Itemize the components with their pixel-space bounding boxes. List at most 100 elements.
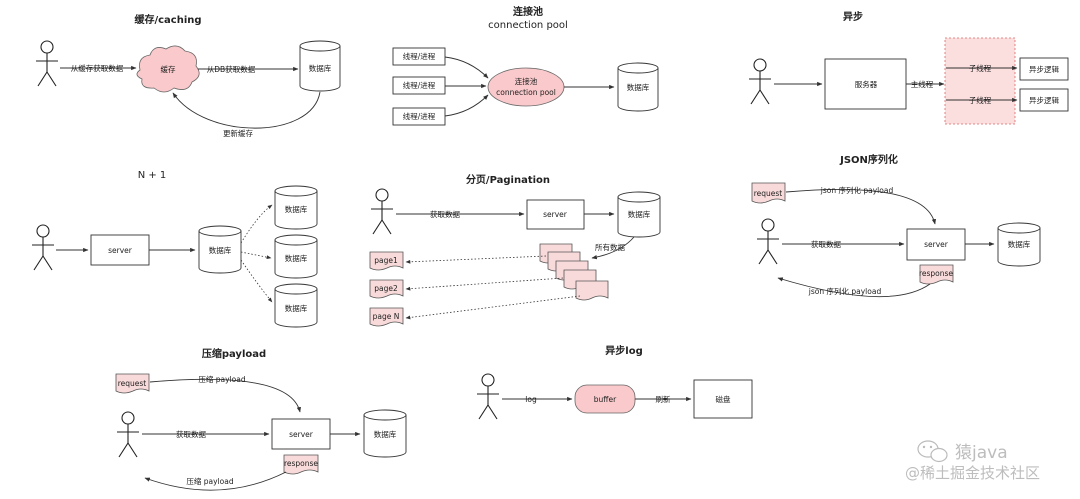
server-box — [526, 199, 585, 230]
cache-cloud — [136, 45, 200, 93]
async-log-panel: 异步log log buffer 刷新 磁盘 — [476, 344, 753, 420]
thread-box-2 — [392, 76, 446, 95]
compress-payload-panel: 压缩payload request 压缩 payload 获取数据 server… — [115, 347, 407, 491]
database-icon — [997, 222, 1041, 267]
edge-get-from-cache-label: 从缓存获取数据 — [71, 63, 124, 73]
server-box — [824, 58, 907, 110]
request-label: request — [118, 379, 147, 388]
edge-json-request — [785, 188, 937, 225]
disk-box — [693, 379, 753, 419]
json-serialization-panel: JSON序列化 request json 序列化 payload 获取数据 se… — [751, 153, 1041, 298]
edge-page-n — [405, 295, 581, 320]
disk-label: 磁盘 — [716, 394, 731, 404]
database-label: 数据库 — [285, 204, 308, 214]
response-label: response — [284, 459, 318, 468]
thread-box-3 — [392, 107, 446, 126]
watermark-line2: @稀土掘金技术社区 — [905, 464, 1040, 482]
all-data-label: 所有数据 — [595, 242, 625, 252]
user-actor — [370, 188, 394, 235]
edge-get-data-label: 获取数据 — [811, 239, 841, 249]
document-stack — [539, 243, 609, 301]
async-logic-box-2 — [1019, 88, 1069, 112]
child-thread-label-2: 子线程 — [969, 95, 992, 105]
database-icon — [274, 283, 318, 328]
pool-title-cn: 连接池 — [513, 5, 543, 18]
server-label: server — [289, 430, 314, 439]
thread-group-box — [944, 37, 1016, 125]
document-icon — [575, 280, 609, 301]
page-1-doc — [369, 251, 404, 271]
user-actor — [748, 58, 772, 105]
edge-n1-query-1 — [240, 204, 273, 244]
pagination-title: 分页/Pagination — [466, 173, 550, 186]
database-label: 数据库 — [285, 303, 308, 313]
database-icon — [274, 185, 318, 230]
caching-title: 缓存/caching — [133, 13, 201, 26]
pool-label-cn: 连接池 — [515, 76, 538, 86]
edge-page-1 — [405, 255, 547, 264]
database-label: 数据库 — [309, 63, 332, 73]
edge-update-cache — [172, 91, 321, 129]
edge-compress-bottom-label: 压缩 payload — [186, 476, 233, 486]
database-label: 数据库 — [628, 209, 651, 219]
server-label: server — [543, 210, 568, 219]
connection-pool-panel: 连接池 connection pool 线程/进程 线程/进程 线程/进程 连接… — [392, 5, 659, 126]
user-actor — [116, 411, 140, 458]
async-panel: 异步 服务器 主线程 子线程 子线程 异步逻辑 异步逻辑 — [748, 10, 1069, 125]
database-icon — [198, 225, 242, 274]
database-label: 数据库 — [209, 245, 232, 255]
edge-compress-response — [144, 471, 287, 491]
compress-title: 压缩payload — [202, 347, 266, 360]
response-doc — [283, 454, 319, 475]
edge-flush-label: 刷新 — [656, 394, 671, 404]
cache-label: 缓存 — [161, 64, 176, 74]
edge-get-data-label: 获取数据 — [430, 209, 460, 219]
pool-label-en: connection pool — [496, 88, 556, 97]
buffer-label: buffer — [594, 395, 617, 404]
edge-compress-top-label: 压缩 payload — [198, 374, 245, 384]
wechat-icon — [917, 440, 948, 463]
watermark: 猿java @稀土掘金技术社区 — [905, 440, 1040, 482]
user-actor — [31, 224, 55, 271]
async-log-title: 异步log — [605, 344, 642, 357]
user-actor — [35, 40, 59, 87]
edge-page-2 — [405, 277, 564, 291]
thread-box-1 — [392, 47, 446, 66]
n1-title: N + 1 — [138, 170, 167, 181]
async-logic-box-1 — [1019, 57, 1069, 81]
async-logic-label-1: 异步逻辑 — [1029, 64, 1059, 74]
user-actor — [476, 373, 500, 420]
thread-label-2: 线程/进程 — [403, 80, 436, 90]
request-label: request — [754, 189, 783, 198]
edge-n1-query-2 — [240, 251, 272, 260]
edge-all-data — [591, 236, 635, 260]
edge-get-from-db-label: 从DB获取数据 — [207, 64, 256, 74]
caching-panel: 缓存/caching 从缓存获取数据 缓存 从DB获取数据 数据库 更新缓存 — [35, 13, 341, 138]
database-label: 数据库 — [374, 429, 397, 439]
edge-json-top-label: json 序列化 payload — [820, 185, 894, 195]
edge-json-response — [777, 277, 931, 298]
n-plus-one-panel: N + 1 server 数据库 数据库 数据库 数据库 — [31, 170, 318, 328]
thread-label-3: 线程/进程 — [403, 111, 436, 121]
child-thread-label-1: 子线程 — [969, 63, 992, 73]
response-label: response — [919, 269, 953, 278]
server-label: server — [108, 246, 133, 255]
async-title: 异步 — [843, 10, 863, 23]
edge-log-label: log — [525, 395, 537, 404]
edge-get-data-label: 获取数据 — [176, 429, 206, 439]
edge-compress-request — [149, 378, 301, 413]
json-title: JSON序列化 — [839, 153, 898, 166]
server-box — [906, 228, 966, 261]
page-1-label: page1 — [374, 256, 398, 265]
server-box — [271, 418, 331, 450]
edge-thread-3 — [444, 94, 489, 117]
database-icon — [617, 191, 661, 238]
edge-json-bottom-label: json 序列化 payload — [808, 286, 882, 296]
edge-thread-1 — [444, 56, 489, 79]
main-thread-label: 主线程 — [911, 79, 934, 89]
pool-title-en: connection pool — [488, 20, 568, 31]
pagination-panel: 分页/Pagination 获取数据 server 数据库 所有数据 page1… — [369, 173, 661, 327]
pool-ellipse — [487, 67, 565, 107]
server-label: server — [924, 240, 949, 249]
edge-update-cache-label: 更新缓存 — [223, 128, 253, 138]
